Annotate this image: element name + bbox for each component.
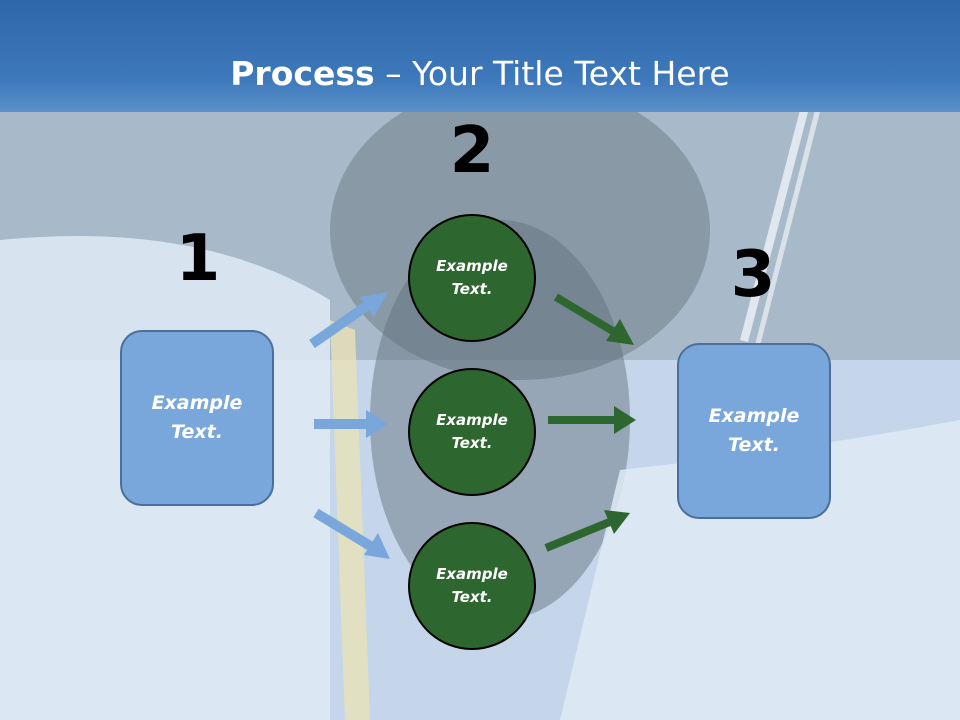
title-bold: Process [230, 54, 375, 93]
title-rest: – Your Title Text Here [374, 54, 730, 93]
step-2-circle-middle: Example Text. [408, 368, 536, 496]
step-3-box: Example Text. [677, 343, 831, 519]
step-1-box: Example Text. [120, 330, 274, 506]
step-2-circle-top: Example Text. [408, 214, 536, 342]
step-3-label: Example Text. [708, 405, 800, 456]
step-number-1: 1 [175, 222, 221, 296]
circle-middle-label: Example Text. [436, 411, 508, 452]
step-number-3: 3 [730, 238, 776, 312]
step-1-label: Example Text. [151, 392, 243, 443]
title-bar [0, 0, 960, 112]
step-2-circle-bottom: Example Text. [408, 522, 536, 650]
slide-title: Process – Your Title Text Here [0, 54, 960, 94]
circle-top-label: Example Text. [436, 257, 508, 298]
step-number-2: 2 [449, 114, 495, 188]
circle-bottom-label: Example Text. [436, 565, 508, 606]
